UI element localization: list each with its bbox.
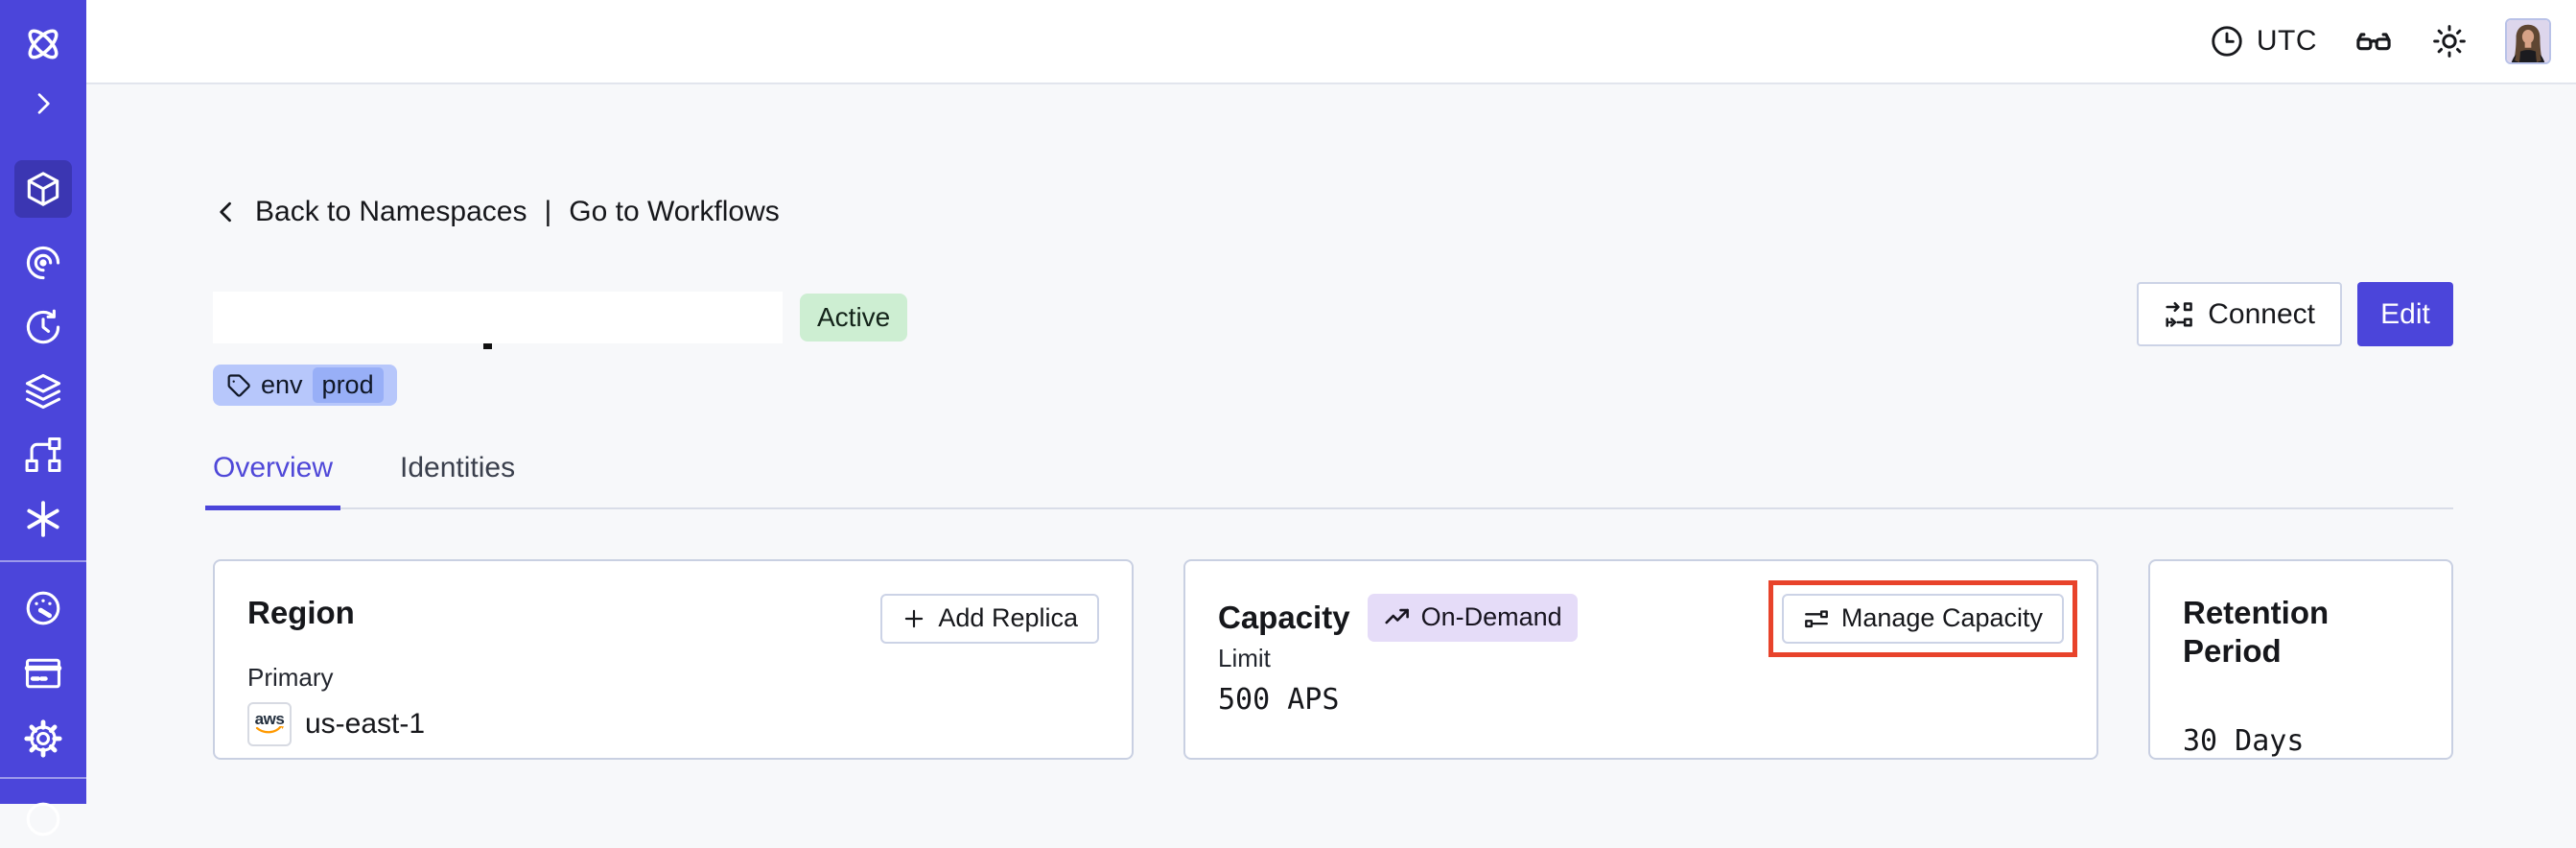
- region-value: us-east-1: [305, 708, 425, 741]
- sidebar-item-batch[interactable]: [0, 490, 86, 548]
- sidebar-item-deployments[interactable]: [0, 363, 86, 420]
- tag-icon: [224, 372, 251, 399]
- sidebar-item-schedules[interactable]: [0, 298, 86, 356]
- overview-cards: Region Add Replica Primary aws us-east-1: [213, 559, 2453, 760]
- temporal-logo[interactable]: [0, 15, 86, 73]
- chevron-left-icon: [213, 199, 240, 225]
- retention-card: Retention Period 30 Days: [2148, 559, 2453, 760]
- manage-capacity-label: Manage Capacity: [1841, 603, 2043, 633]
- clock-icon: [2209, 23, 2245, 59]
- env-tag-chip[interactable]: env prod: [213, 365, 397, 406]
- settings-gear-icon: [22, 718, 64, 760]
- sliders-icon: [1803, 605, 1830, 632]
- tag-key: env: [261, 370, 303, 400]
- on-demand-label: On-Demand: [1421, 602, 1562, 632]
- glasses-icon: [2354, 21, 2394, 61]
- capacity-value: 500 APS: [1218, 683, 2064, 717]
- back-to-namespaces-link[interactable]: Back to Namespaces: [255, 196, 527, 228]
- labs-toggle[interactable]: [2354, 21, 2394, 61]
- tag-row: env prod: [213, 365, 2453, 406]
- add-replica-button[interactable]: Add Replica: [880, 594, 1099, 644]
- account-circle-icon: [22, 798, 64, 840]
- expand-sidebar-icon[interactable]: [0, 75, 86, 132]
- connect-label: Connect: [2208, 298, 2315, 331]
- edit-label: Edit: [2380, 298, 2430, 331]
- breadcrumb-separator: |: [542, 196, 553, 228]
- deployments-layers-icon: [22, 370, 64, 412]
- header-actions: Connect Edit: [2137, 282, 2453, 346]
- tab-bar: Overview Identities: [213, 452, 2453, 509]
- main-content: Back to Namespaces | Go to Workflows Act…: [86, 86, 2576, 804]
- capacity-card: Capacity On-Demand Manage Ca: [1183, 559, 2098, 760]
- aws-logo-text: aws: [255, 712, 285, 726]
- sidebar-item-account[interactable]: [0, 790, 86, 848]
- usage-gauge-icon: [22, 587, 64, 629]
- tag-value: prod: [313, 367, 384, 403]
- trending-up-icon: [1383, 603, 1412, 632]
- redaction-artifact: [483, 343, 492, 349]
- region-card: Region Add Replica Primary aws us-east-1: [213, 559, 1134, 760]
- namespace-name-redacted: [213, 292, 783, 343]
- namespaces-cube-icon: [22, 168, 64, 210]
- tab-identities[interactable]: Identities: [400, 452, 515, 507]
- sidebar-item-nexus[interactable]: [0, 426, 86, 483]
- sidebar-item-billing[interactable]: [0, 645, 86, 702]
- region-value-row: aws us-east-1: [247, 702, 1099, 746]
- highlight-box: Manage Capacity: [1768, 580, 2077, 657]
- sidebar-item-settings[interactable]: [0, 710, 86, 767]
- avatar-photo: [2507, 20, 2549, 62]
- on-demand-badge: On-Demand: [1368, 594, 1578, 642]
- batch-asterisk-icon: [22, 498, 64, 540]
- schedules-clock-icon: [22, 306, 64, 348]
- timezone-selector[interactable]: UTC: [2209, 23, 2317, 59]
- plus-icon: [902, 606, 926, 631]
- aws-smile-icon: [255, 726, 284, 736]
- retention-card-title: Retention Period: [2183, 594, 2419, 671]
- user-avatar[interactable]: [2505, 18, 2551, 64]
- sidebar-item-usage[interactable]: [0, 579, 86, 637]
- sidebar-item-observability[interactable]: [0, 234, 86, 292]
- namespace-header: Active Connect Edit: [213, 282, 2453, 347]
- connect-flow-icon: [2164, 299, 2194, 330]
- edit-button[interactable]: Edit: [2357, 282, 2453, 346]
- billing-card-icon: [22, 652, 64, 695]
- aws-logo: aws: [247, 702, 292, 746]
- primary-label: Primary: [247, 663, 1099, 693]
- timezone-label: UTC: [2257, 25, 2317, 58]
- status-badge: Active: [800, 294, 907, 342]
- nexus-branch-icon: [22, 434, 64, 476]
- sidebar-item-namespaces[interactable]: [14, 160, 72, 218]
- go-to-workflows-link[interactable]: Go to Workflows: [569, 196, 780, 228]
- sidebar-divider: [0, 777, 86, 779]
- sun-icon: [2430, 22, 2469, 60]
- observability-spiral-icon: [22, 242, 64, 284]
- theme-toggle[interactable]: [2430, 22, 2469, 60]
- topbar: UTC: [86, 0, 2576, 84]
- capacity-card-title: Capacity: [1218, 599, 1350, 637]
- manage-capacity-button[interactable]: Manage Capacity: [1782, 594, 2064, 644]
- region-card-title: Region: [247, 594, 355, 632]
- sidebar: [0, 0, 86, 804]
- tab-overview[interactable]: Overview: [205, 452, 340, 510]
- namespace-title-group: Active: [213, 292, 907, 343]
- breadcrumb: Back to Namespaces | Go to Workflows: [213, 196, 2453, 228]
- connect-button[interactable]: Connect: [2137, 282, 2342, 346]
- add-replica-label: Add Replica: [938, 603, 1078, 633]
- retention-value: 30 Days: [2183, 724, 2419, 758]
- sidebar-divider: [0, 560, 86, 562]
